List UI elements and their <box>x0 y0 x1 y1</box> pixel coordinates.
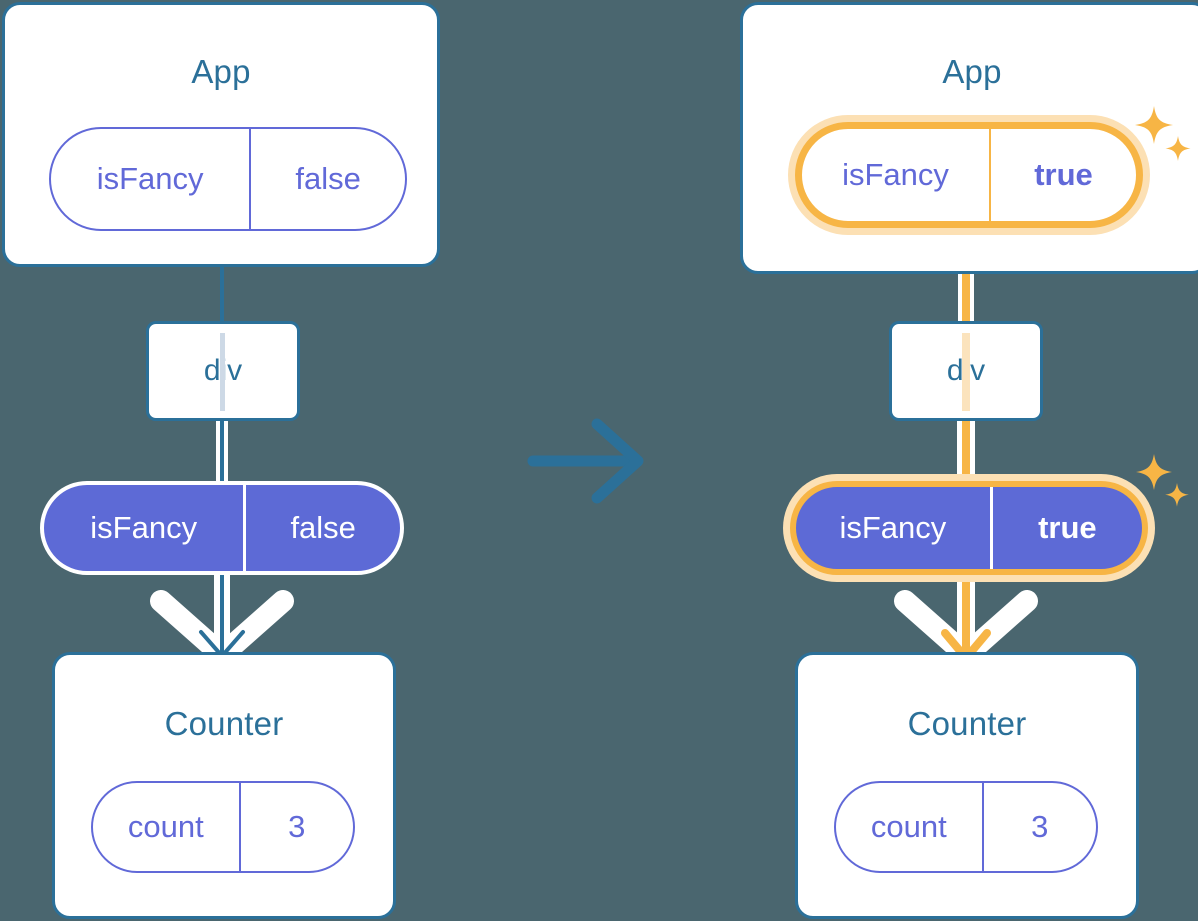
before-counter-card: Counter count 3 <box>52 652 396 919</box>
before-div-inner-line <box>220 333 225 411</box>
after-app-state-key: isFancy <box>842 157 949 192</box>
after-counter-card-title: Counter <box>907 705 1027 742</box>
arrow-right-icon <box>591 418 644 504</box>
before-counter-card-title: Counter <box>164 705 284 742</box>
before-counter-state-pill: count 3 <box>91 781 355 873</box>
after-div-inner-line <box>962 333 970 411</box>
after-app-card-title: App <box>942 53 1002 90</box>
after-app-state-pill: isFancy true <box>795 122 1143 228</box>
before-app-card: App isFancy false <box>2 2 440 267</box>
after-props-value: true <box>989 487 1142 569</box>
after-counter-state-key: count <box>870 809 947 844</box>
before-props-pill: isFancy false <box>40 481 404 575</box>
before-app-state-value: false <box>249 129 405 229</box>
after-props-key: isFancy <box>839 510 947 545</box>
before-counter-state-key: count <box>127 809 204 844</box>
before-props-value: false <box>243 485 400 571</box>
before-counter-state-value: 3 <box>238 783 353 871</box>
after-counter-state-value: 3 <box>981 783 1096 871</box>
after-counter-card: Counter count 3 <box>795 652 1139 919</box>
after-props-pill: isFancy true <box>790 481 1148 575</box>
after-app-state-value: true <box>989 129 1136 221</box>
before-app-card-title: App <box>191 53 251 90</box>
after-counter-state-pill: count 3 <box>834 781 1098 873</box>
before-app-state-key: isFancy <box>96 161 204 196</box>
transition-arrow <box>527 418 644 504</box>
before-props-key: isFancy <box>90 510 198 545</box>
before-app-state-pill: isFancy false <box>49 127 407 231</box>
